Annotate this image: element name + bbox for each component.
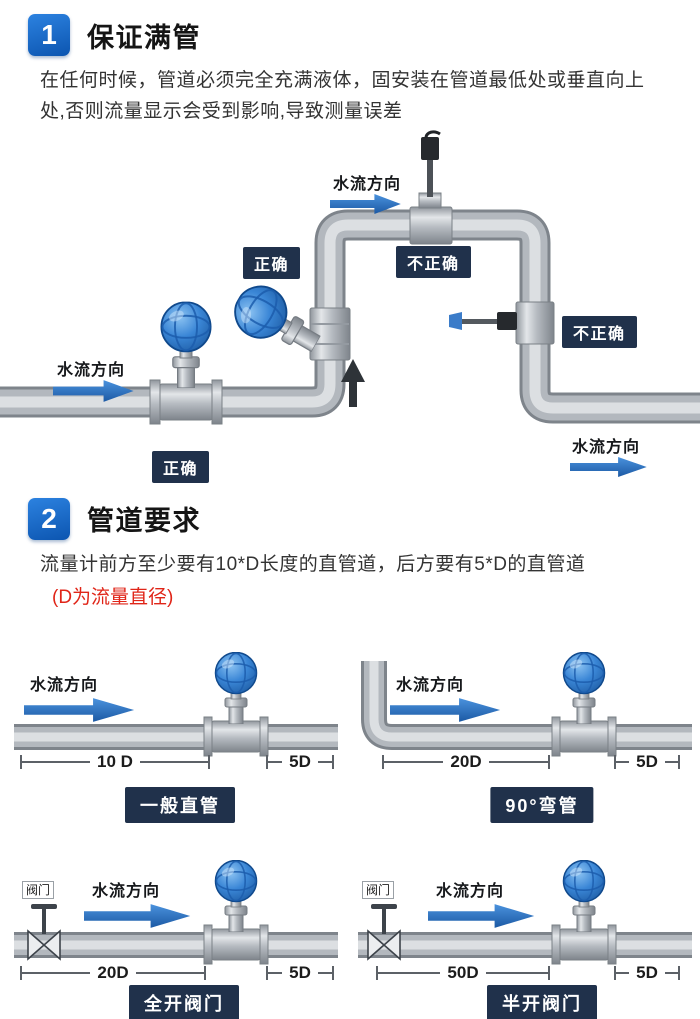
section1-header: 1 保证满管: [28, 14, 700, 56]
diagram-caption: 半开阀门: [487, 985, 597, 1019]
full-pipe-installation-diagram: 水流方向 正确 不正确 不正确 水流方向 水流方向 正确: [0, 129, 700, 486]
correct-badge-riser: 正确: [243, 246, 301, 279]
elbow-pipe-drawing: [361, 652, 692, 757]
dimension-downstream: 5D: [266, 752, 335, 772]
flow-direction-label: 水流方向: [92, 883, 161, 901]
flow-arrow: [84, 903, 192, 929]
flow-arrow-top: [330, 193, 402, 215]
correct-badge-bottom: 正确: [152, 450, 210, 483]
valve-label: 阀门: [22, 881, 55, 900]
valve-pipe-drawing: [14, 860, 338, 965]
section2-number-badge: 2: [28, 497, 70, 540]
up-flow-arrow: [341, 358, 365, 407]
dimension-downstream-value: 5D: [289, 752, 311, 772]
valve-pipe-drawing: [358, 860, 692, 965]
pipe-run-drawing: [0, 129, 700, 425]
straight-pipe-drawing: [14, 652, 338, 757]
flow-arrow: [390, 697, 502, 723]
dimension-upstream-value: 20D: [97, 963, 129, 983]
flow-direction-label: 水流方向: [30, 677, 99, 695]
diagram-caption: 90°弯管: [490, 787, 594, 824]
dimension-downstream-value: 5D: [636, 752, 658, 772]
dimension-downstream-value: 5D: [636, 963, 658, 983]
straight-run-requirements-grid: 水流方向 10 D 5D 一般直管 水流方向: [0, 613, 700, 1019]
section2-header: 2 管道要求: [28, 497, 700, 540]
dimension-upstream: 10 D: [20, 752, 211, 772]
valve: [367, 904, 401, 962]
insertion-sensor-top: [409, 129, 453, 245]
section2-note: (D为流量直径): [52, 587, 174, 609]
dimension-downstream: 5D: [614, 752, 681, 772]
section1-title: 保证满管: [87, 22, 201, 53]
flow-direction-label: 水流方向: [396, 677, 465, 695]
flow-arrow-right: [570, 456, 648, 478]
dimension-upstream: 20D: [20, 963, 206, 983]
turbine-flowmeter: [562, 860, 606, 933]
valve: [27, 904, 61, 962]
diagram-90-elbow: 水流方向 20D 5D 90°弯管: [352, 613, 696, 845]
dimension-downstream: 5D: [614, 963, 681, 983]
dimension-downstream: 5D: [266, 963, 335, 983]
dimension-upstream: 50D: [376, 963, 550, 983]
insertion-sensor-side: [449, 301, 555, 345]
dimension-downstream-value: 5D: [289, 963, 311, 983]
incorrect-badge-top: 不正确: [396, 245, 471, 278]
diagram-straight-pipe: 水流方向 10 D 5D 一般直管: [8, 613, 342, 845]
flow-arrow: [428, 903, 536, 929]
flow-arrow: [24, 697, 136, 723]
section2-title: 管道要求: [87, 506, 201, 537]
dimension-upstream: 20D: [382, 752, 550, 772]
turbine-flowmeter: [562, 652, 606, 725]
section1-number-badge: 1: [28, 14, 70, 56]
diagram-open-valve: 阀门 水流方向 20D 5D 全开阀门: [8, 851, 342, 1019]
diagram-caption: 一般直管: [125, 787, 235, 824]
section1-description: 在任何时候，管道必须完全充满液体，固安装在管道最低处或垂直向上处,否则流量显示会…: [40, 70, 645, 122]
dimension-upstream-value: 20D: [450, 752, 482, 772]
flow-direction-label-right: 水流方向: [572, 438, 641, 456]
turbine-flowmeter-bottom: [160, 301, 212, 388]
diagram-half-valve: 阀门 水流方向 50D 5D 半开阀门: [352, 851, 696, 1019]
turbine-flowmeter: [214, 860, 258, 933]
turbine-flowmeter: [214, 652, 258, 725]
section2-description: 流量计前方至少要有10*D长度的直管道，后方要有5*D的直管道: [40, 553, 586, 575]
flow-arrow-left: [53, 379, 135, 403]
dimension-upstream-value: 10 D: [97, 752, 133, 772]
valve-label: 阀门: [362, 881, 395, 900]
diagram-caption: 全开阀门: [129, 985, 239, 1019]
flow-direction-label-top: 水流方向: [333, 175, 402, 193]
flow-direction-label-left: 水流方向: [57, 361, 126, 379]
dimension-upstream-value: 50D: [447, 963, 479, 983]
incorrect-badge-side: 不正确: [562, 315, 637, 348]
flow-direction-label: 水流方向: [436, 883, 505, 901]
